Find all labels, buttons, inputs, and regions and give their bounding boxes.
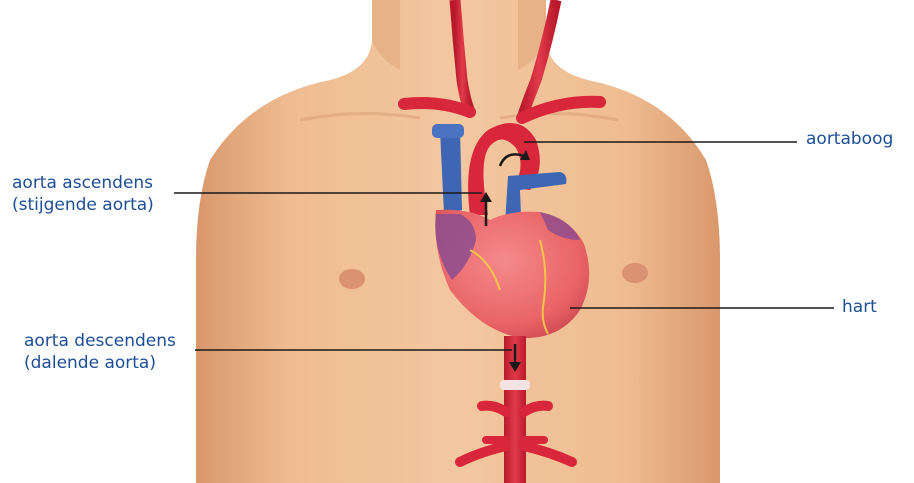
label-hart-text: hart bbox=[842, 296, 877, 318]
label-aorta-descendens-line2: (dalende aorta) bbox=[24, 352, 176, 374]
label-aorta-descendens: aorta descendens (dalende aorta) bbox=[24, 330, 176, 374]
diaphragm-band bbox=[500, 380, 530, 390]
label-hart: hart bbox=[842, 296, 877, 318]
label-aortaboog-text: aortaboog bbox=[806, 128, 893, 150]
nipple-left bbox=[339, 269, 365, 289]
label-aorta-ascendens-line1: aorta ascendens bbox=[12, 172, 154, 194]
label-aortaboog: aortaboog bbox=[806, 128, 893, 150]
label-aorta-ascendens: aorta ascendens (stijgende aorta) bbox=[12, 172, 154, 216]
label-aorta-ascendens-line2: (stijgende aorta) bbox=[12, 194, 154, 216]
label-aorta-descendens-line1: aorta descendens bbox=[24, 330, 176, 352]
nipple-right bbox=[622, 263, 648, 283]
vena-cava-top bbox=[432, 124, 464, 138]
